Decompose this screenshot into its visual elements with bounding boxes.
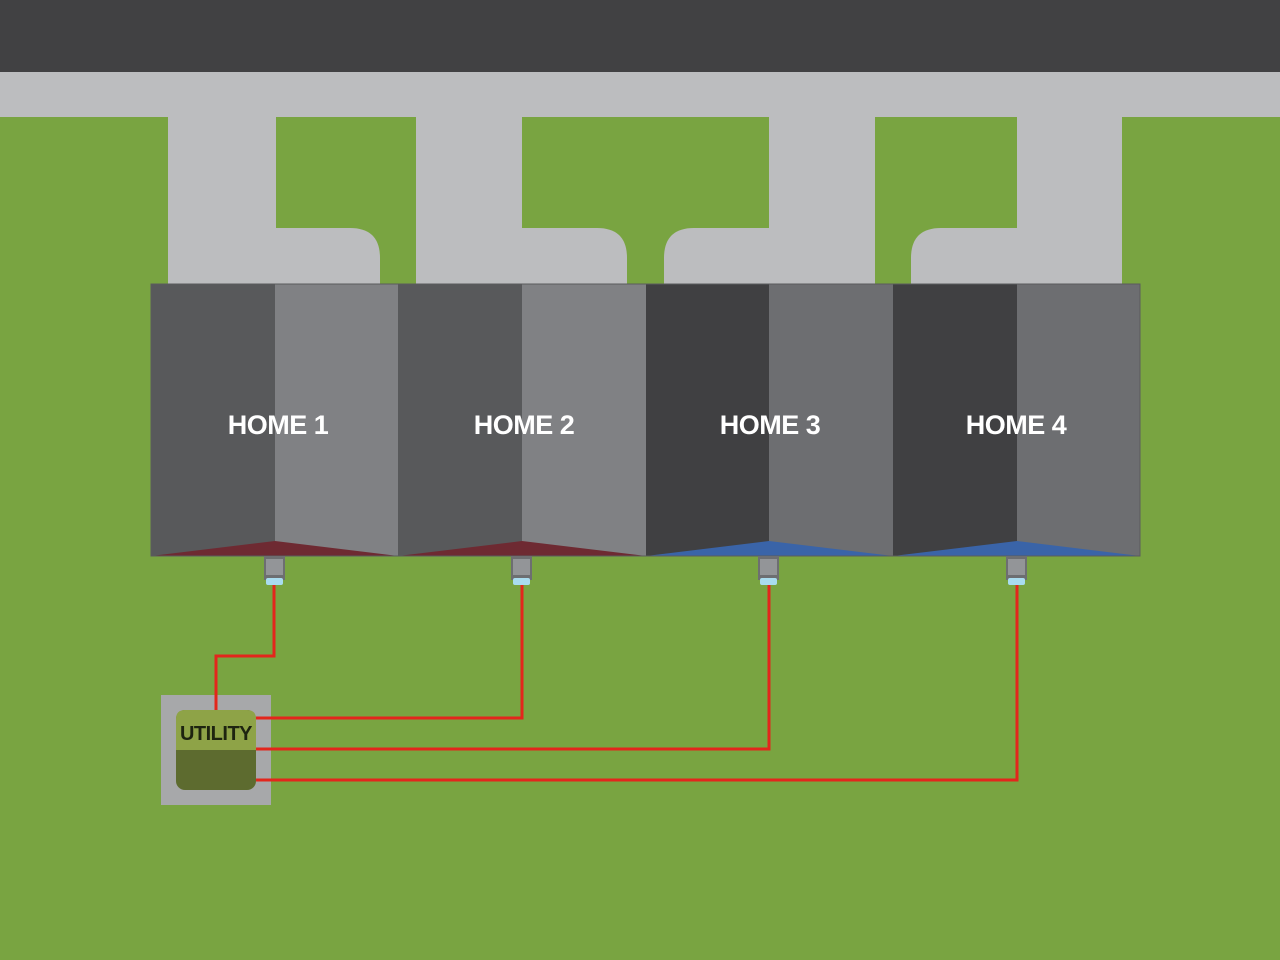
driveway-home-4	[1017, 110, 1122, 288]
meter-home-4	[1006, 556, 1027, 585]
driveway-home-1	[168, 110, 276, 288]
home-1-roof-right	[275, 284, 398, 556]
home-2-roof-left	[398, 284, 522, 556]
home-4-label: HOME 4	[966, 410, 1067, 440]
meter-home-4-face	[1008, 559, 1025, 575]
street	[0, 0, 1280, 72]
meter-home-3-glass	[760, 578, 777, 585]
home-2-label: HOME 2	[474, 410, 575, 440]
driveway-home-3	[769, 110, 875, 288]
meter-home-2-face	[513, 559, 530, 575]
home-3-label: HOME 3	[720, 410, 821, 440]
home-3-roof-right	[769, 284, 893, 556]
home-2-status-indicator	[398, 541, 646, 556]
home-4-roof-right	[1017, 284, 1140, 556]
utility-wiring	[214, 585, 1019, 782]
meter-home-1-glass	[266, 578, 283, 585]
walkway-home-3	[664, 228, 769, 288]
meter-home-4-glass	[1008, 578, 1025, 585]
home-4: HOME 4	[893, 284, 1140, 556]
wire-home-2	[256, 585, 524, 720]
wire-home-4	[256, 585, 1019, 782]
homes-outline	[150, 283, 1141, 557]
home-3: HOME 3	[646, 284, 893, 556]
meter-home-1-face	[266, 559, 283, 575]
meter-home-2	[511, 556, 532, 585]
meters	[264, 556, 1027, 585]
home-4-status-indicator	[893, 541, 1140, 556]
utility-box-top	[176, 710, 256, 750]
home-2-roof-right	[522, 284, 646, 556]
wire-home-3	[256, 585, 771, 751]
home-3-roof-left	[646, 284, 769, 556]
meter-home-2-glass	[513, 578, 530, 585]
meter-home-1	[264, 556, 285, 585]
home-3-status-indicator	[646, 541, 893, 556]
home-2: HOME 2	[398, 284, 646, 556]
home-1-status-indicator	[151, 541, 398, 556]
walkway-home-4	[911, 228, 1017, 288]
home-1-label: HOME 1	[228, 410, 329, 440]
walkway-home-1	[275, 228, 380, 288]
walkway-home-2	[522, 228, 627, 288]
home-1: HOME 1	[151, 284, 398, 556]
meter-home-3-face	[760, 559, 777, 575]
meter-home-3	[758, 556, 779, 585]
sidewalk	[0, 72, 1280, 117]
utility-label: UTILITY	[180, 723, 253, 745]
driveways	[168, 110, 1122, 288]
utility-box: UTILITY	[176, 710, 256, 790]
wire-home-1	[214, 585, 276, 712]
home-4-roof-left	[893, 284, 1017, 556]
driveway-home-2	[416, 110, 522, 288]
home-1-roof-left	[151, 284, 275, 556]
